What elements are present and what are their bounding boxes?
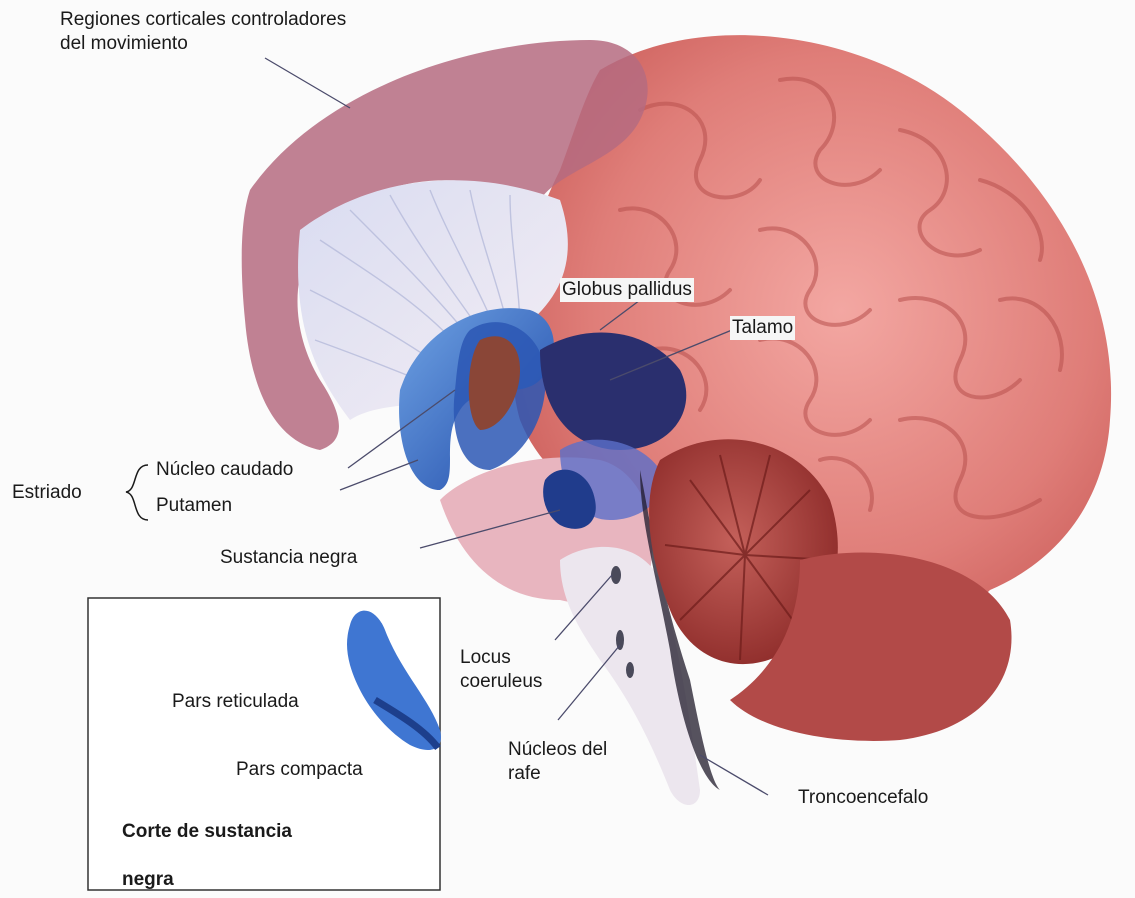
label-raphe-nuclei: Núcleos del rafe bbox=[508, 738, 607, 786]
label-cortical-line2: del movimiento bbox=[60, 32, 346, 56]
label-raphe-line2: rafe bbox=[508, 762, 607, 786]
label-raphe-line1: Núcleos del bbox=[508, 738, 607, 762]
estriado-brace bbox=[126, 465, 148, 520]
label-putamen: Putamen bbox=[156, 494, 232, 518]
label-locus-line1: Locus bbox=[460, 646, 542, 670]
label-estriado: Estriado bbox=[12, 481, 82, 505]
label-caudate: Núcleo caudado bbox=[156, 458, 293, 482]
label-talamo: Talamo bbox=[730, 316, 795, 340]
label-globus-pallidus: Globus pallidus bbox=[560, 278, 694, 302]
label-brainstem: Troncoencefalo bbox=[798, 786, 928, 810]
label-locus-coeruleus: Locus coeruleus bbox=[460, 646, 542, 694]
inset-title-line1: Corte de sustancia bbox=[122, 820, 292, 844]
label-cortical: Regiones corticales controladores del mo… bbox=[60, 8, 346, 56]
label-locus-line2: coeruleus bbox=[460, 670, 542, 694]
label-cortical-line1: Regiones corticales controladores bbox=[60, 8, 346, 32]
label-pars-compacta: Pars compacta bbox=[236, 758, 363, 782]
inset-title-line2: negra bbox=[122, 868, 174, 892]
label-substantia-nigra: Sustancia negra bbox=[220, 546, 357, 570]
label-pars-reticulada: Pars reticulada bbox=[172, 690, 299, 714]
